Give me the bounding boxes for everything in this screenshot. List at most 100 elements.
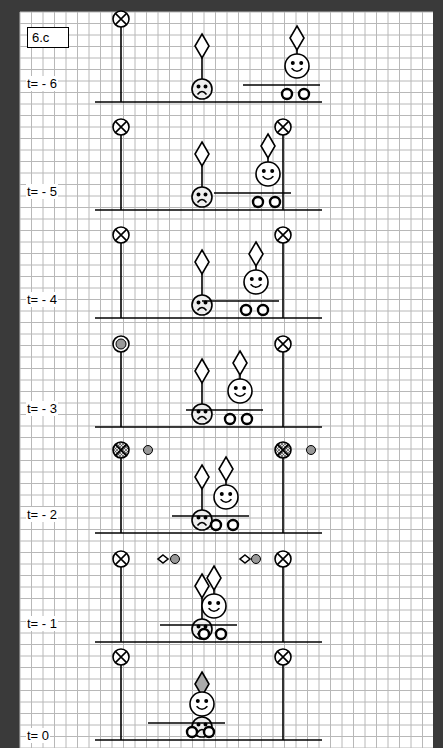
grid-line [20, 621, 433, 622]
happy-face [244, 270, 268, 294]
grid-line [20, 736, 433, 737]
observer-diamond [195, 250, 209, 274]
grid-line [20, 713, 433, 714]
rider-diamond [219, 457, 233, 481]
pole [120, 458, 122, 533]
happy-face [285, 54, 309, 78]
light-front [158, 555, 168, 563]
time-label: t= 0 [26, 728, 50, 743]
wheel [225, 414, 235, 424]
grid-line [20, 150, 433, 151]
mast [201, 58, 203, 79]
track [95, 101, 322, 103]
mast [201, 274, 203, 295]
light-pulse [144, 446, 153, 455]
grid-line [20, 12, 433, 13]
pole [120, 243, 122, 318]
signal-lamp [275, 336, 291, 352]
wheel [299, 89, 309, 99]
light-front [240, 555, 250, 563]
figure-number-box: 6.c [27, 27, 69, 48]
grid-line [20, 322, 433, 323]
cart-platform [243, 84, 320, 86]
grid-line [20, 265, 433, 266]
grid-line [20, 81, 433, 82]
track [95, 532, 322, 534]
rider-diamond [233, 351, 247, 375]
sad-face [192, 187, 212, 207]
pole [120, 665, 122, 740]
observer-diamond [195, 359, 209, 383]
grid-line [20, 288, 433, 289]
grid-line [20, 575, 433, 576]
wheel [211, 520, 221, 530]
grid-line [20, 518, 433, 519]
grid-line [20, 644, 433, 645]
pole [282, 135, 284, 210]
signal-lamp [113, 11, 129, 27]
signal-lamp [113, 119, 129, 135]
grid-line [20, 242, 433, 243]
sad-face [192, 510, 212, 530]
time-label: t= - 3 [26, 401, 58, 416]
pole [282, 567, 284, 642]
grid-line [20, 207, 433, 208]
cart-platform [148, 722, 225, 724]
grid-line [20, 69, 433, 70]
grid-line [20, 610, 433, 611]
grid-line [20, 426, 433, 427]
pole [282, 665, 284, 740]
track [95, 641, 322, 643]
wheel [253, 197, 263, 207]
rider-diamond [290, 26, 304, 50]
wheel [228, 520, 238, 530]
happy-face [228, 379, 252, 403]
observer-diamond [195, 142, 209, 166]
cart-platform [172, 515, 249, 517]
cart-platform [214, 192, 291, 194]
paper [20, 12, 433, 748]
grid-line [20, 564, 433, 565]
grid-line [20, 35, 433, 36]
grid-line [20, 702, 433, 703]
time-label: t= - 1 [26, 616, 58, 631]
grid-line [20, 46, 433, 47]
track [95, 426, 322, 428]
grid-line [20, 529, 433, 530]
signal-lamp [275, 227, 291, 243]
time-label: t= - 6 [26, 76, 58, 91]
grid-line [20, 311, 433, 312]
pole [120, 352, 122, 427]
rider-diamond [207, 566, 221, 590]
signal-lamp [113, 551, 129, 567]
signal-lamp [113, 649, 129, 665]
grid-line [20, 196, 433, 197]
pole [282, 243, 284, 318]
time-label: t= - 2 [26, 507, 58, 522]
happy-face [256, 162, 280, 186]
grid-line [20, 403, 433, 404]
wheel [216, 629, 226, 639]
grid-line [20, 115, 433, 116]
pole [120, 567, 122, 642]
wheel [199, 629, 209, 639]
rider-diamond [261, 134, 275, 158]
wheel [204, 727, 214, 737]
pole [120, 27, 122, 102]
grid-line [20, 334, 433, 335]
grid-line [20, 587, 433, 588]
grid-line [20, 449, 433, 450]
grid-line [20, 357, 433, 358]
observer-diamond [195, 465, 209, 489]
light-pulse [307, 446, 316, 455]
happy-face [190, 692, 214, 716]
wheel [282, 89, 292, 99]
grid-line [20, 23, 433, 24]
mast [201, 383, 203, 404]
grid-line [20, 679, 433, 680]
grid-line [20, 380, 433, 381]
signal-lamp [275, 442, 291, 458]
pole [120, 135, 122, 210]
grid-line [20, 92, 433, 93]
signal-lamp [275, 649, 291, 665]
